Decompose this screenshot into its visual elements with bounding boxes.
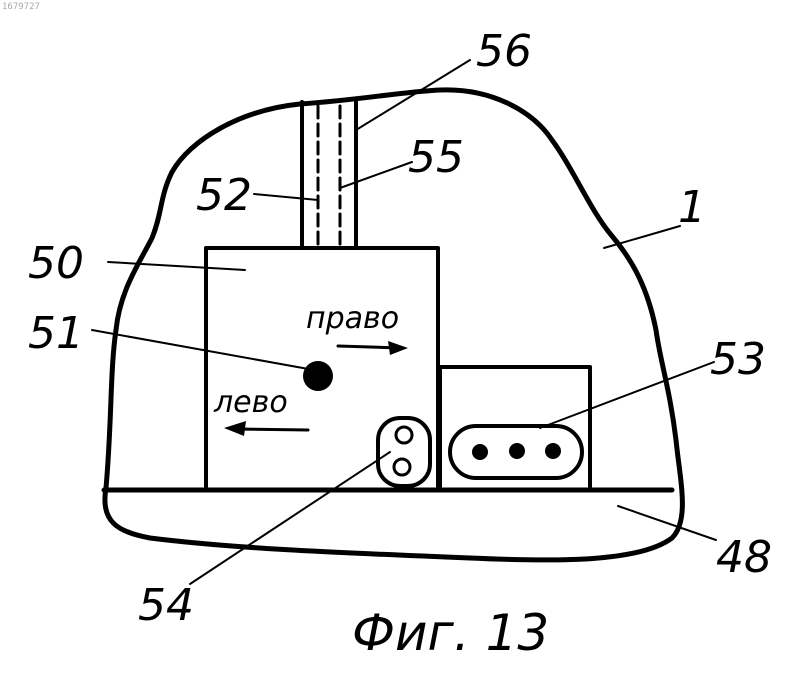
leader-48 xyxy=(618,506,716,540)
label-56: 56 xyxy=(476,26,532,77)
leader-53 xyxy=(540,362,714,428)
label-53: 53 xyxy=(710,334,766,385)
direction-right-label: право xyxy=(306,301,399,336)
label-52: 52 xyxy=(196,170,252,221)
document-code: 1679727 xyxy=(2,2,40,12)
label-48: 48 xyxy=(716,532,772,583)
label-54: 54 xyxy=(138,580,194,631)
label-50: 50 xyxy=(28,238,84,289)
leader-55 xyxy=(340,162,412,188)
socket-pin-3 xyxy=(545,443,561,459)
label-51: 51 xyxy=(28,308,84,359)
leader-52 xyxy=(254,194,318,200)
leader-54 xyxy=(190,452,390,584)
socket-pin-2 xyxy=(509,443,525,459)
leader-51 xyxy=(92,330,314,370)
right-arrow-icon xyxy=(338,341,408,355)
label-55: 55 xyxy=(408,132,464,183)
figure-caption: Фиг. 13 xyxy=(352,604,549,662)
socket-pin-1 xyxy=(472,444,488,460)
connector-hole-bottom xyxy=(394,459,410,475)
knob xyxy=(303,361,333,391)
direction-left-label: лево xyxy=(213,385,288,420)
label-1: 1 xyxy=(678,182,706,233)
leader-50 xyxy=(108,262,245,270)
left-arrow-icon xyxy=(224,421,308,436)
connector-hole-top xyxy=(396,427,412,443)
